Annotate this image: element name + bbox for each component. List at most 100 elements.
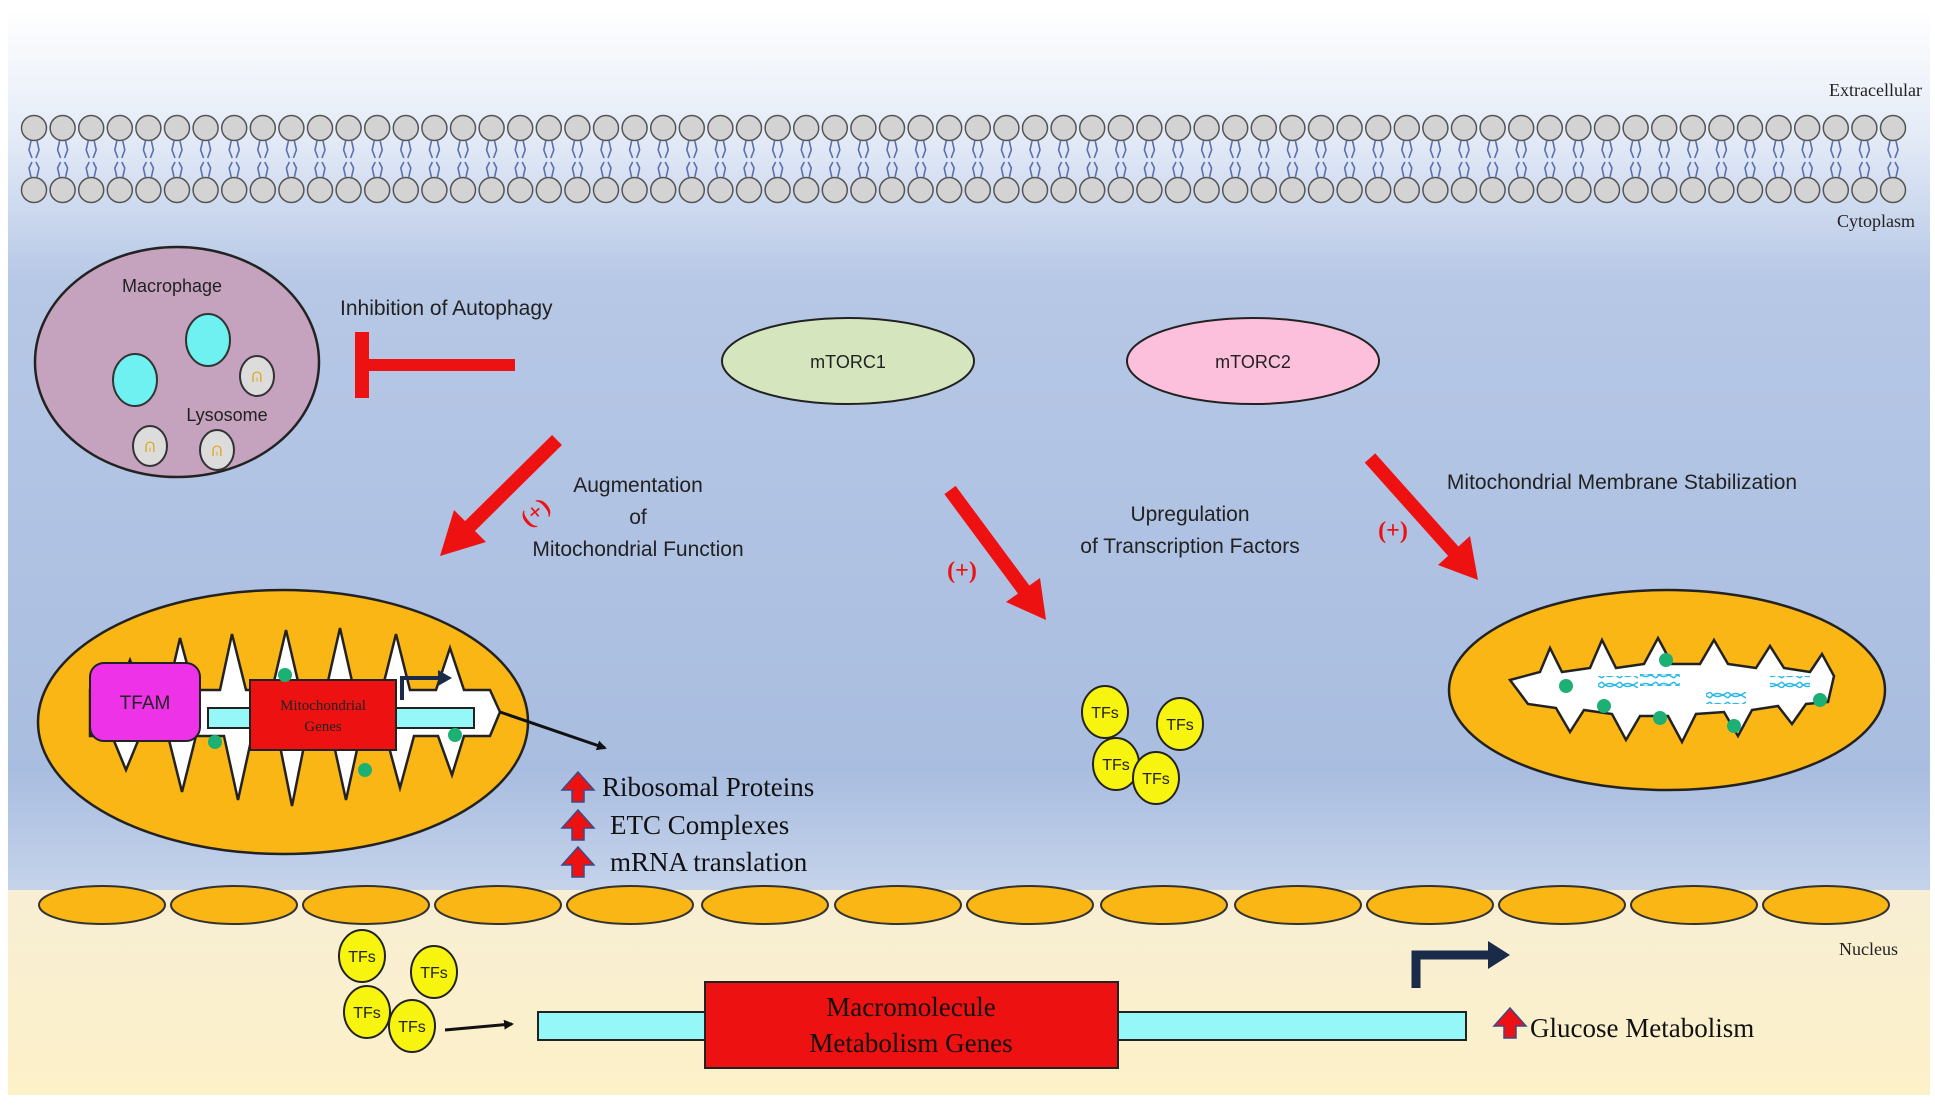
- extracellular-label: Extracellular: [1829, 80, 1922, 100]
- tfam-protein: TFAM: [89, 662, 201, 742]
- lysosome: ᕬ: [132, 425, 168, 467]
- phospholipid: [1679, 114, 1707, 204]
- phospholipid: [678, 114, 706, 204]
- nuclear-envelope-segment: [1498, 885, 1626, 925]
- phospholipid: [535, 114, 563, 204]
- phospholipid: [363, 114, 391, 204]
- nuclear-envelope-segment: [566, 885, 694, 925]
- phospholipid: [821, 114, 849, 204]
- macrophage: Macrophage ᕬ ᕬ ᕬ Lysosome: [33, 245, 321, 479]
- svg-text:ᕬ: ᕬ: [145, 439, 155, 455]
- inhibition-bar-icon: [355, 332, 515, 398]
- phospholipid: [1507, 114, 1535, 204]
- nucleoid-dot: [1559, 679, 1573, 693]
- mito-genes-label-2: Genes: [304, 719, 342, 735]
- nucleoid-dot: [358, 763, 372, 777]
- macrophage-label: Macrophage: [122, 276, 222, 296]
- mito-outputs: Ribosomal Proteins ETC Complexes mRNA tr…: [560, 770, 814, 878]
- nuclear-envelope-segment: [434, 885, 562, 925]
- phospholipid: [278, 114, 305, 204]
- nuclear-gene-label-1: Macromolecule: [826, 992, 995, 1022]
- phospholipid: [735, 114, 763, 204]
- mtorc2-label: mTORC2: [1215, 352, 1291, 372]
- glucose-metabolism-label: Glucose Metabolism: [1530, 1013, 1754, 1043]
- up-arrow-icon: [1492, 1006, 1528, 1039]
- phospholipid: [621, 114, 648, 204]
- nucleoid-dot: [1653, 711, 1667, 725]
- mitochondrial-genes-box: Mitochondrial Genes: [249, 679, 397, 751]
- phospholipid: [1050, 114, 1077, 204]
- nucleoid-dot: [278, 668, 292, 682]
- tf-binding-arrow-icon: [444, 1019, 514, 1032]
- svg-text:TFs: TFs: [420, 965, 448, 982]
- phospholipid: [764, 114, 791, 204]
- phospholipid: [1879, 114, 1907, 204]
- lysosome-label: Lysosome: [186, 405, 267, 425]
- phospholipid: [592, 114, 620, 204]
- phospholipid: [1021, 114, 1049, 204]
- nucleoid-dot: [1659, 653, 1673, 667]
- svg-text:TFs: TFs: [1142, 771, 1170, 788]
- phospholipid: [564, 114, 591, 204]
- svg-text:TFs: TFs: [348, 949, 376, 966]
- phospholipid: [964, 114, 992, 204]
- phospholipid: [306, 114, 334, 204]
- phospholipid: [1536, 114, 1564, 204]
- phospholipid: [1622, 114, 1649, 204]
- mito-genes-label-1: Mitochondrial: [280, 698, 366, 714]
- svg-text:TFs: TFs: [1102, 757, 1130, 774]
- phospholipid: [1851, 114, 1878, 204]
- phospholipid: [1164, 114, 1192, 204]
- mitochondrion-right: [1447, 588, 1887, 792]
- tf-cluster-nucleus: TFs TFs TFs TFs: [338, 929, 458, 1053]
- tf-molecule: TFs: [1132, 751, 1180, 805]
- phospholipid: [49, 114, 76, 204]
- phospholipid: [1650, 114, 1678, 204]
- nuclear-envelope-segment: [1366, 885, 1494, 925]
- phospholipid: [850, 114, 877, 204]
- transcription-start-arrow-icon: [1411, 941, 1510, 988]
- macromolecule-genes-box: Macromolecule Metabolism Genes: [704, 981, 1119, 1069]
- etc-complexes-label: ETC Complexes: [610, 810, 789, 840]
- tf-molecule: TFs: [410, 945, 458, 999]
- mtdna-helix: [1640, 674, 1680, 686]
- nuclear-envelope-segment: [1762, 885, 1890, 925]
- phospholipid: [1364, 114, 1392, 204]
- tf-molecule: TFs: [1156, 697, 1204, 751]
- nuclear-envelope-segment: [1100, 885, 1228, 925]
- nucleoid-dot: [1727, 719, 1741, 733]
- vesicle: [112, 353, 158, 407]
- autophagy-label: Inhibition of Autophagy: [340, 297, 553, 320]
- svg-text:TFs: TFs: [1166, 717, 1194, 734]
- mtorc1-complex: mTORC1: [721, 317, 975, 405]
- tf-molecule: TFs: [388, 999, 436, 1053]
- phospholipid: [1250, 114, 1278, 204]
- tf-cluster-cytoplasm: TFs TFs TFs TFs: [1081, 685, 1204, 805]
- svg-text:TFs: TFs: [398, 1019, 426, 1036]
- phospholipid: [1765, 114, 1792, 204]
- nuclear-gene-label-2: Metabolism Genes: [809, 1028, 1012, 1058]
- arrow-upregulation-icon: [944, 485, 1046, 620]
- lysosome: ᕬ: [199, 429, 235, 471]
- phospholipid: [1736, 114, 1764, 204]
- mtdna-helix: [1770, 676, 1810, 688]
- svg-text:TFs: TFs: [1091, 705, 1119, 722]
- mtdna-helix: [1598, 676, 1638, 688]
- promoter-arrow-icon: [400, 676, 440, 700]
- phospholipid: [1279, 114, 1306, 204]
- nuclear-envelope-segment: [1630, 885, 1758, 925]
- svg-text:ᕬ: ᕬ: [252, 369, 262, 385]
- nucleoid-dot: [1813, 693, 1827, 707]
- augmentation-label-3: Mitochondrial Function: [532, 538, 743, 561]
- phospholipid: [1593, 114, 1621, 204]
- ribosomal-proteins-label: Ribosomal Proteins: [602, 772, 814, 802]
- phospholipid: [1078, 114, 1106, 204]
- phospholipid: [1479, 114, 1506, 204]
- phospholipid: [907, 114, 934, 204]
- cytoplasm-label: Cytoplasm: [1837, 211, 1915, 231]
- upregulation-label-2: of Transcription Factors: [1080, 535, 1299, 558]
- phospholipid: [1822, 114, 1850, 204]
- phospholipid: [478, 114, 505, 204]
